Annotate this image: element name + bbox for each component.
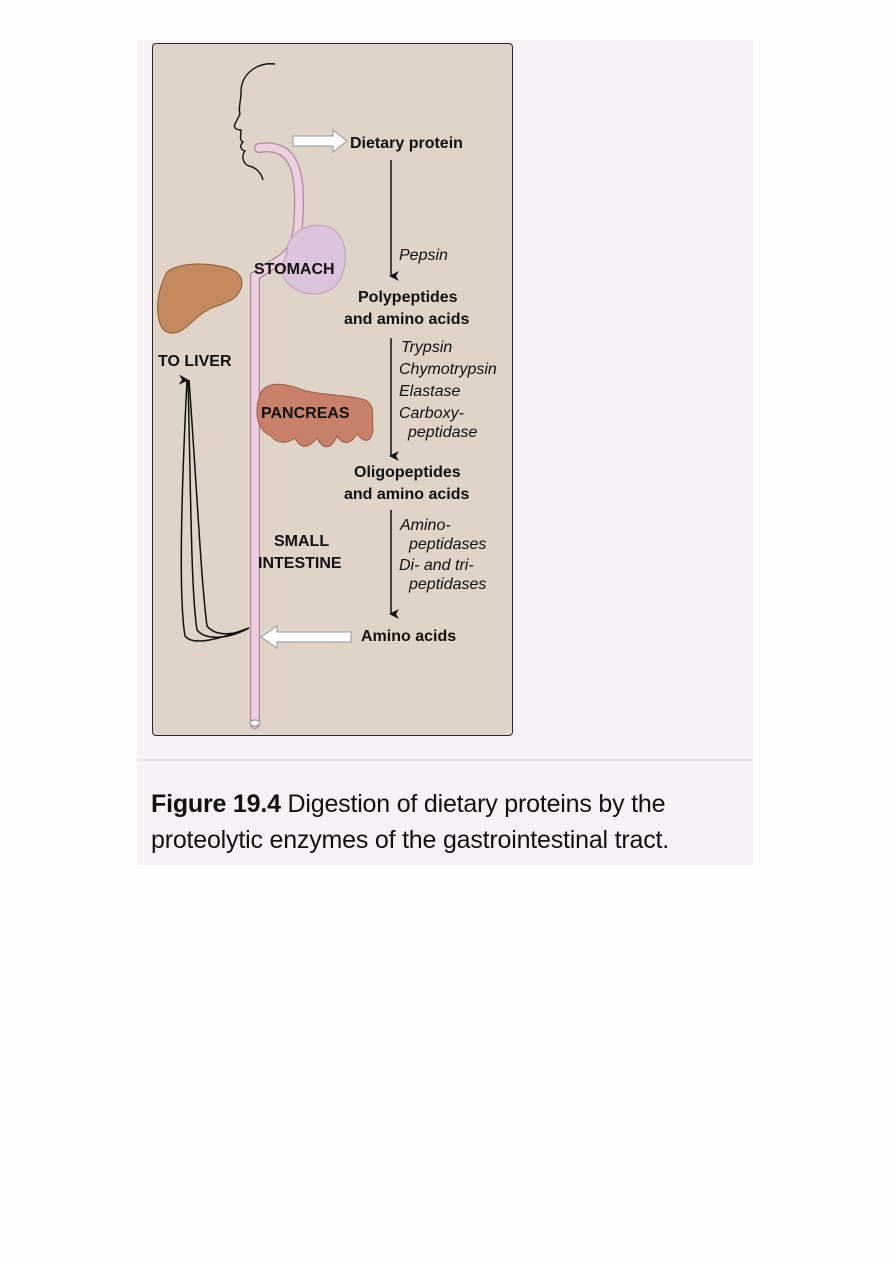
- caption-number: Figure 19.4: [151, 790, 281, 818]
- diagram-panel: [152, 43, 513, 736]
- caption-text: Digestion of dietary proteins by the pro…: [151, 790, 670, 854]
- enzyme-pepsin: Pepsin: [399, 247, 448, 264]
- pancreas-shape: [256, 383, 374, 448]
- enzyme-trypsin: Trypsin: [401, 339, 452, 356]
- absorption-arrows: [178, 374, 250, 642]
- enzyme-dipeptidases: peptidases: [408, 576, 486, 593]
- enzyme-elastase: Elastase: [399, 383, 460, 400]
- intestine-end: [249, 719, 261, 727]
- label-oligopeptides: Oligopeptides: [354, 464, 461, 481]
- label-to-liver: TO LIVER: [158, 353, 232, 370]
- enzyme-carboxypeptidase: peptidase: [407, 424, 477, 441]
- label-amino-acids: Amino acids: [361, 628, 456, 645]
- digestion-diagram: Dietary protein STOMACH TO LIVER PANCREA…: [157, 63, 497, 729]
- caption-divider: [137, 759, 753, 761]
- amino-absorption-arrow: [260, 625, 352, 649]
- label-dietary-protein: Dietary protein: [350, 135, 463, 152]
- label-small-intestine: INTESTINE: [258, 555, 342, 572]
- head-profile: [233, 63, 276, 181]
- dietary-input-arrow: [292, 128, 348, 154]
- figure-caption: Figure 19.4 Digestion of dietary protein…: [151, 786, 751, 858]
- label-polypeptides: Polypeptides: [358, 289, 458, 306]
- label-small-intestine: SMALL: [274, 533, 329, 550]
- figure-sheet: Dietary protein STOMACH TO LIVER PANCREA…: [137, 40, 753, 865]
- enzyme-carboxypeptidase: Carboxy-: [399, 405, 464, 422]
- stomach-shape: [282, 224, 346, 295]
- enzyme-dipeptidases: Di- and tri-: [399, 557, 474, 574]
- label-polypeptides: and amino acids: [344, 311, 469, 328]
- enzyme-aminopeptidases: Amino-: [399, 517, 451, 534]
- label-stomach: STOMACH: [254, 261, 335, 278]
- enzyme-aminopeptidases: peptidases: [408, 536, 486, 553]
- label-pancreas: PANCREAS: [261, 405, 350, 422]
- label-oligopeptides: and amino acids: [344, 486, 469, 503]
- enzyme-chymotrypsin: Chymotrypsin: [399, 361, 497, 378]
- liver-shape: [157, 263, 243, 334]
